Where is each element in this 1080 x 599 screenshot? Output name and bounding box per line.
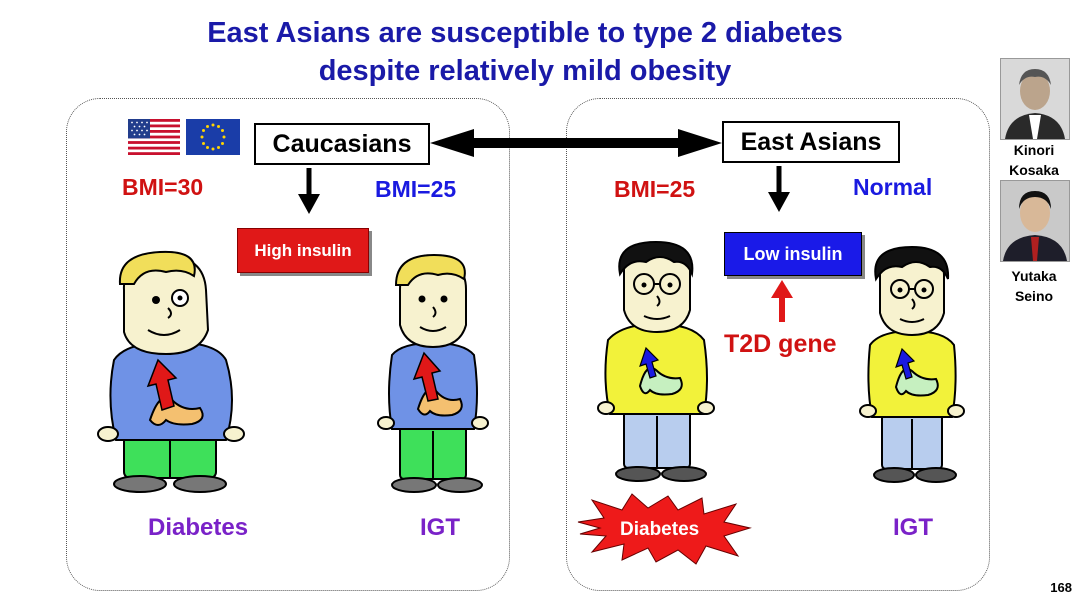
us-flag-icon [128, 119, 180, 155]
east-asian-bmi-25: BMI=25 [614, 176, 696, 202]
east-asian-panel [566, 98, 990, 591]
caption-seino: Yutaka Seino [996, 266, 1072, 306]
eu-flag-icon [186, 119, 240, 155]
caucasian-igt-label: IGT [420, 514, 460, 541]
east-asian-diabetes-label: Diabetes [620, 519, 700, 540]
caucasian-obese-figure [97, 250, 245, 493]
person-photo-icon [1001, 59, 1069, 139]
person-photo-icon [1001, 181, 1069, 261]
caucasian-bmi-25: BMI=25 [375, 176, 457, 202]
caption-kosaka-first: Kinori [1013, 142, 1055, 158]
portrait-kosaka [1000, 58, 1070, 140]
east-asian-igt-label: IGT [893, 514, 933, 541]
low-insulin-box: Low insulin [724, 232, 862, 276]
east-asian-normal: Normal [853, 174, 933, 200]
east-asians-label: East Asians [722, 121, 900, 163]
east-asian-down-arrow [768, 166, 790, 212]
caption-seino-first: Yutaka [1011, 268, 1057, 284]
caucasian-mild-figure [377, 253, 489, 493]
slide-title: East Asians are susceptible to type 2 di… [0, 14, 1050, 90]
east-asian-bmi25-figure [597, 240, 715, 482]
portrait-seino [1000, 180, 1070, 262]
east-asian-diabetes-starburst [577, 493, 752, 565]
caption-seino-last: Seino [1014, 288, 1054, 304]
caucasian-down-arrow [298, 168, 320, 214]
caucasian-panel [66, 98, 510, 591]
page-number: 168 [1050, 580, 1072, 595]
t2d-gene-label: T2D gene [724, 330, 837, 358]
caucasian-diabetes-label: Diabetes [148, 514, 249, 541]
title-line-1: East Asians are susceptible to type 2 di… [207, 17, 843, 49]
caption-kosaka-last: Kosaka [1009, 162, 1059, 178]
comparison-double-arrow [430, 129, 722, 157]
title-line-2: despite relatively mild obesity [318, 55, 732, 87]
caucasian-bmi-30: BMI=30 [122, 174, 204, 200]
t2d-gene-up-arrow [771, 280, 793, 322]
caption-kosaka: Kinori Kosaka [996, 140, 1072, 180]
east-asian-normal-figure [859, 245, 965, 483]
caucasians-label: Caucasians [254, 123, 430, 165]
high-insulin-box: High insulin [237, 228, 369, 273]
